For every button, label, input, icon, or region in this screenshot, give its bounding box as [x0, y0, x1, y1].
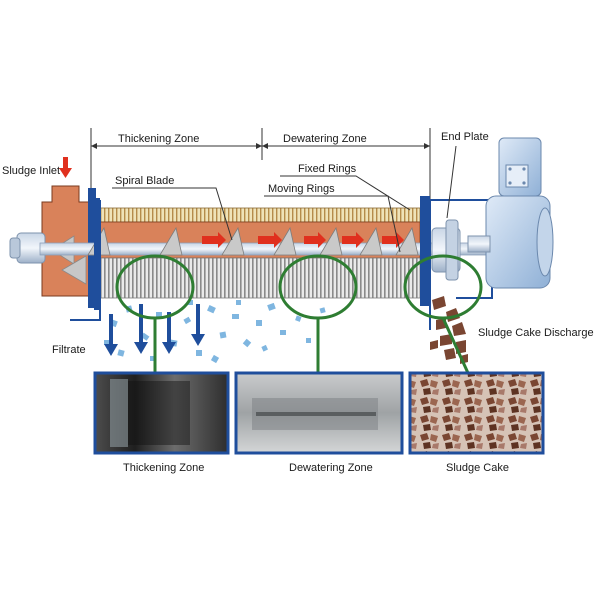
thickening-zone-caption: Thickening Zone: [123, 462, 204, 474]
sludge-cake-caption: Sludge Cake: [446, 462, 509, 474]
end-plate-label: End Plate: [441, 131, 489, 143]
inlet-end-plate: [94, 198, 100, 310]
thickening-zone-label: Thickening Zone: [118, 133, 199, 145]
sludge-cake-photo: [408, 371, 545, 455]
down-arrow-icon: [59, 157, 72, 178]
outlet-flange: [431, 219, 461, 281]
fixed-rings-band: [99, 207, 421, 223]
fixed-rings-label: Fixed Rings: [298, 163, 357, 175]
dewatering-zone-caption: Dewatering Zone: [289, 462, 373, 474]
moving-rings-label: Moving Rings: [268, 183, 335, 195]
zone-dimension-lines: [90, 128, 431, 200]
filtrate-arrows: [104, 304, 205, 356]
thickening-zone-photo: [93, 371, 230, 455]
moving-rings-band: [99, 257, 421, 299]
sludge-cake-pieces: [430, 296, 468, 364]
filtrate-label: Filtrate: [52, 344, 86, 356]
dewatering-zone-photo: [234, 371, 404, 455]
component-leaders: [112, 175, 411, 253]
sludge-inlet-label: Sludge Inlet: [2, 165, 60, 177]
end-plate-leader: [446, 145, 457, 219]
spiral-blade-label: Spiral Blade: [115, 175, 174, 187]
end-plate: [420, 196, 430, 306]
motor-icon: [467, 137, 554, 289]
detail-circles: [115, 254, 483, 374]
dewatering-zone-label: Dewatering Zone: [283, 133, 367, 145]
sludge-cake-discharge-label: Sludge Cake Discharge: [478, 327, 594, 339]
